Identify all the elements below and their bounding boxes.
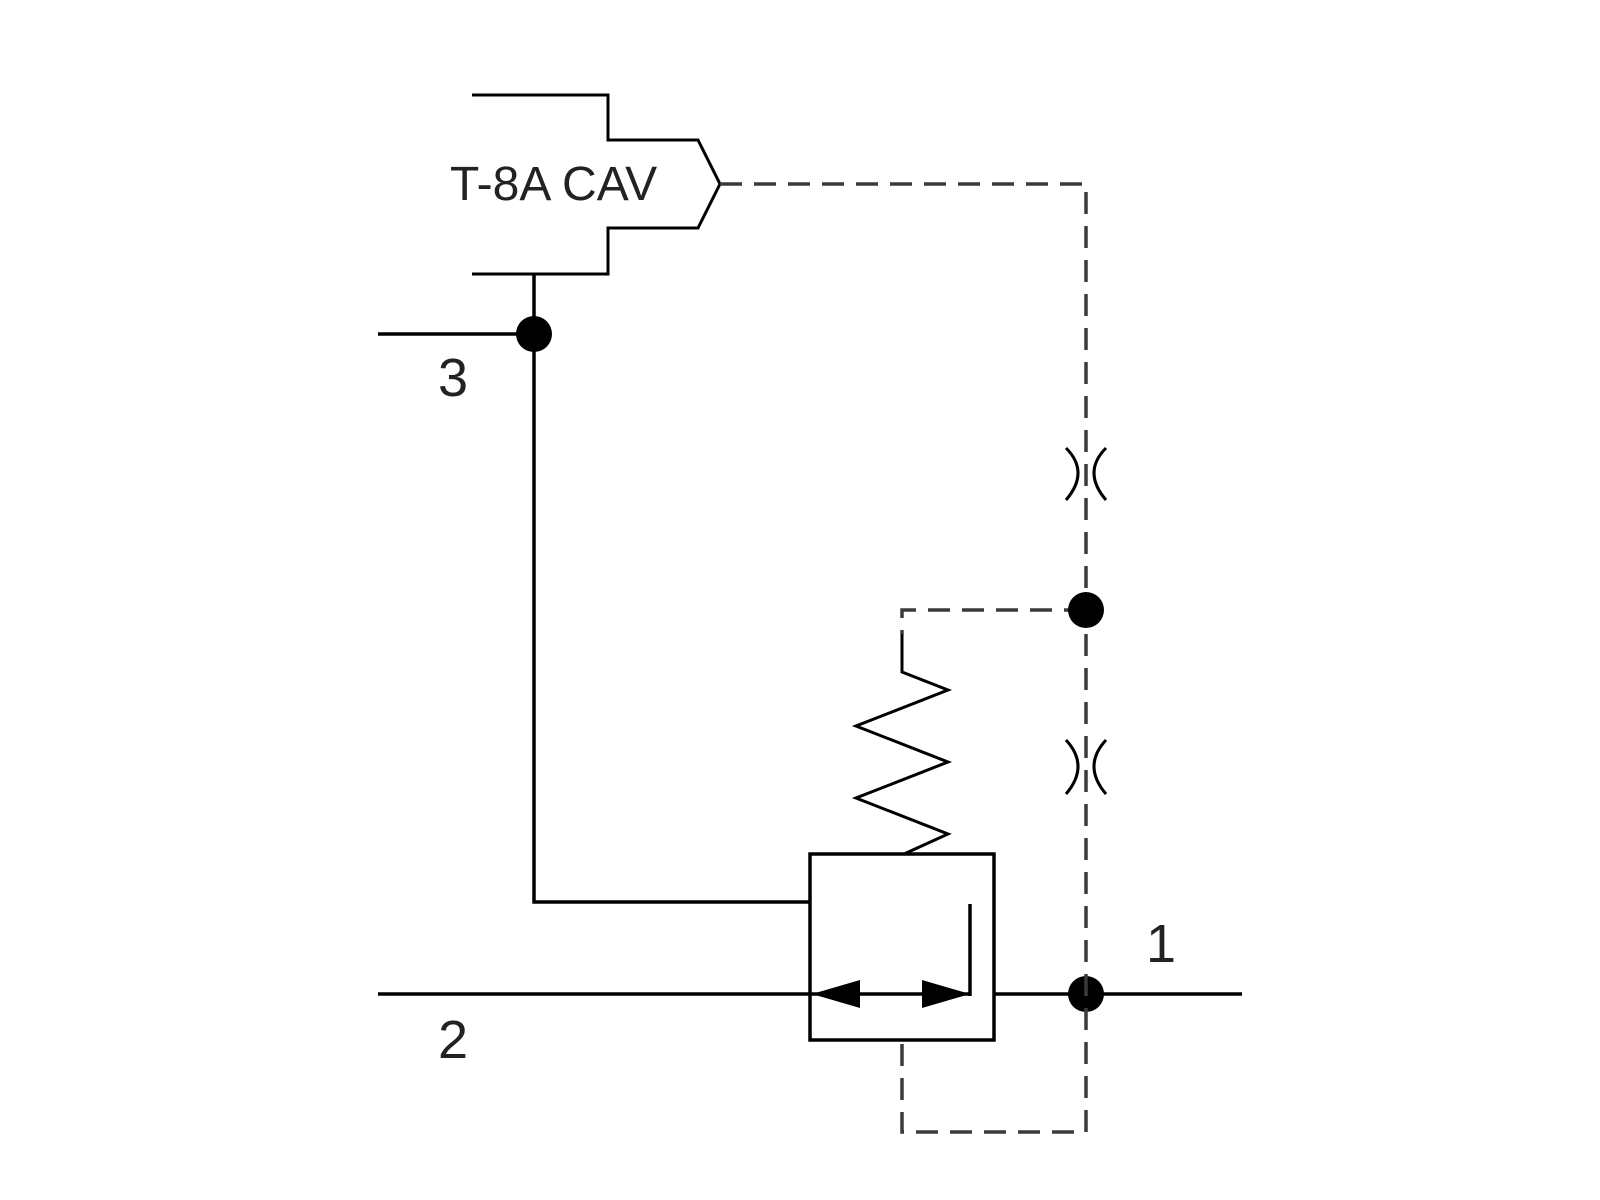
port-3-junction-dot (516, 316, 552, 352)
valve-arrow-right-head (922, 980, 970, 1008)
port-3-to-valve-line (532, 334, 810, 904)
cavity-label: T-8A CAV (450, 158, 657, 211)
port-3-label: 3 (438, 348, 468, 408)
orifice-lower-icon (1064, 738, 1108, 795)
pilot-line-main (720, 182, 1088, 1134)
valve-arrow-left-head (812, 980, 860, 1008)
pilot-junction-dot (1068, 592, 1104, 628)
port-1-label: 1 (1146, 914, 1176, 974)
spring-icon (851, 630, 953, 856)
orifice-upper-icon (1064, 446, 1108, 501)
valve-envelope (808, 852, 996, 1042)
port-2-label: 2 (438, 1010, 468, 1070)
pilot-line-spring (900, 608, 1086, 634)
